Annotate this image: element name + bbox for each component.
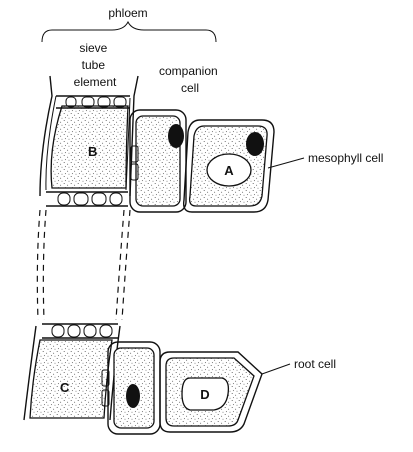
companion-cell-upper [129,109,187,213]
companion-nucleus-upper [168,124,184,148]
phloem-brace [41,20,217,43]
sieve-plate-middle [46,191,128,207]
mesophyll-leader [267,157,305,169]
mesophyll-nucleus [246,132,264,156]
sieve-plate-top [56,95,130,109]
companion-cell-label: companion cell [159,64,221,95]
vacuole-d [181,377,230,411]
sieve-plate-lower [42,323,118,339]
root-cell-leader [261,363,291,375]
companion-nucleus-lower [126,384,140,408]
sieve-tube-continuation [36,209,131,321]
phloem-label: phloem [108,6,147,20]
cell-c-label: C [60,380,70,395]
vacuole-a-label: A [224,163,234,178]
sieve-tube-element-b [39,75,139,197]
root-cell [159,351,263,433]
mesophyll-cell-label: mesophyll cell [308,151,383,165]
companion-cell-lower [101,341,161,435]
sieve-tube-element-label: sieve tube element [74,41,117,89]
mesophyll-cell [182,119,275,213]
vacuole-d-label: D [200,387,209,402]
sieve-tube-element-c [23,325,121,421]
vacuole-a [206,153,252,187]
cell-b-label: B [88,144,97,159]
root-cell-label: root cell [294,357,336,371]
